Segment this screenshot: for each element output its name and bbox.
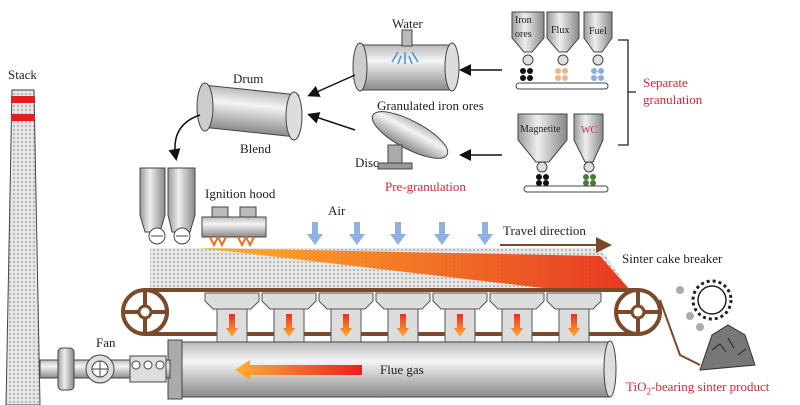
hopper-magnetite <box>517 113 568 186</box>
windbox <box>318 292 374 343</box>
product-subscript: 2 <box>646 386 651 397</box>
windboxes <box>204 292 602 343</box>
label-iron: Iron <box>515 15 532 26</box>
sinter-product-pile <box>699 324 756 371</box>
air-arrow-icon <box>349 222 365 245</box>
label-flue-gas: Flue gas <box>380 362 424 377</box>
product-suffix: -bearing sinter product <box>650 379 770 394</box>
label-flux: Flux <box>551 25 570 36</box>
hopper-iron-ores <box>511 11 545 81</box>
stack-red-band <box>11 114 35 121</box>
label-separate: Separate <box>643 75 688 90</box>
hopper-fuel <box>583 11 613 81</box>
sinter-layer <box>200 248 630 290</box>
discharge-chute <box>659 299 701 366</box>
granulator <box>352 29 460 92</box>
ignition-hood <box>201 206 267 248</box>
label-pre-granulation: Pre-granulation <box>385 179 466 194</box>
feed-hoppers <box>139 167 196 245</box>
label-ignition-hood: Ignition hood <box>205 186 276 201</box>
stack-red-band <box>11 96 35 103</box>
disc-pelletizer <box>371 111 449 170</box>
air-arrow-icon <box>390 222 406 245</box>
conveyor-top <box>515 82 609 90</box>
flue-gas-arrow <box>235 360 362 380</box>
label-blend: Blend <box>240 141 272 156</box>
label-stack: Stack <box>8 67 37 82</box>
air-arrow-icon <box>307 222 323 245</box>
windbox <box>432 292 488 343</box>
label-fuel: Fuel <box>589 26 607 37</box>
label-granulation: granulation <box>643 92 703 107</box>
label-disc: Disc <box>355 155 379 170</box>
wheel-right <box>614 288 662 336</box>
sinter-cake-breaker <box>676 279 733 331</box>
water-spray-icon <box>391 51 419 65</box>
conveyor-bottom <box>523 185 609 193</box>
stack <box>5 89 41 405</box>
windbox <box>489 292 545 343</box>
label-air: Air <box>328 203 346 218</box>
label-granulated-iron-ores: Granulated iron ores <box>377 98 484 113</box>
label-product: TiO2-bearing sinter product <box>626 380 769 397</box>
label-wc: WC <box>581 125 598 136</box>
flame-icon <box>209 234 255 248</box>
hopper-wc <box>573 113 604 186</box>
air-arrow-icon <box>477 222 493 245</box>
product-prefix: TiO <box>626 379 647 394</box>
bracket <box>618 39 636 146</box>
label-drum: Drum <box>233 71 264 86</box>
wheel-left <box>121 288 169 336</box>
label-sinter-cake-breaker: Sinter cake breaker <box>622 251 723 266</box>
windbox <box>546 292 602 343</box>
fan <box>39 347 171 391</box>
windbox <box>375 292 431 343</box>
hopper-flux <box>546 11 580 81</box>
air-arrow-icon <box>434 222 450 245</box>
label-water: Water <box>392 16 423 31</box>
label-ores: ores <box>515 29 532 40</box>
label-fan: Fan <box>96 335 116 350</box>
label-magnetite: Magnetite <box>520 124 561 135</box>
flow-arrows <box>168 64 502 161</box>
air-arrows <box>307 222 493 245</box>
label-travel-direction: Travel direction <box>503 223 586 238</box>
flue-gas-duct <box>167 339 617 400</box>
windbox <box>261 292 317 343</box>
drum <box>196 82 303 141</box>
